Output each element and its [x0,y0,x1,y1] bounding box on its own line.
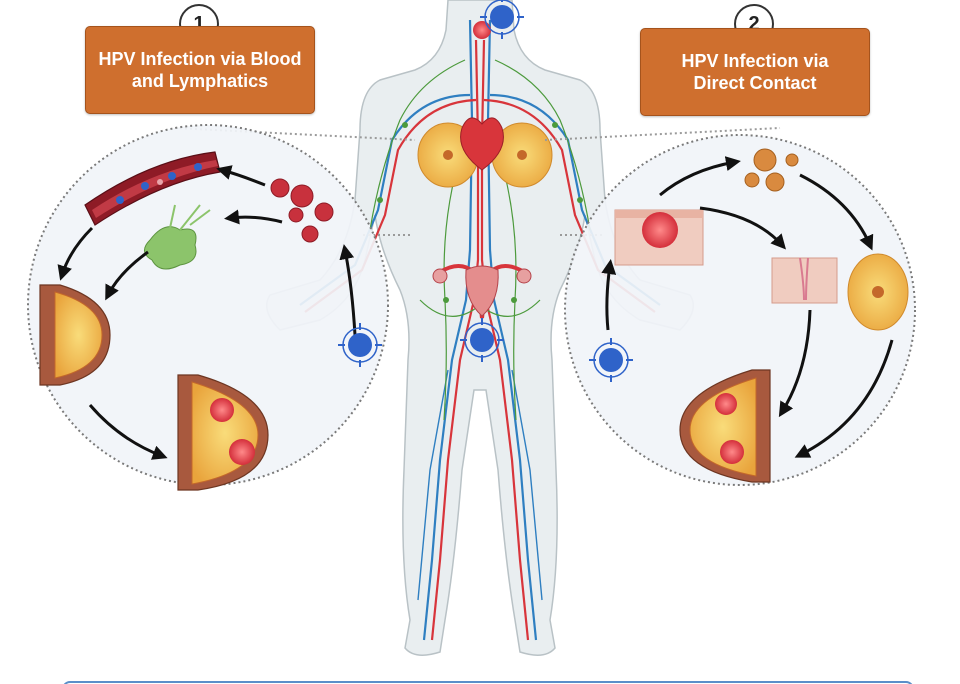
breast-frontal [847,253,909,331]
arrow-nipple-to-tumor [778,309,812,418]
oral-lesion [473,21,491,39]
arrow-lymph-to-breast [105,250,149,301]
arrow-virions-to-breast [799,173,874,251]
nipple-section [771,257,838,304]
pathway-2-arrows [601,156,894,458]
arrow-breast-to-tumor [794,339,894,458]
skin-lesion [614,209,704,266]
pathway-2-circle [564,134,916,486]
arrow-healthy-to-tumor [88,404,168,460]
arrow-entry-up-2 [601,259,617,331]
lymphatic-cell [144,204,211,270]
pathway-1-circle [27,124,389,491]
arrow-virions-to-vessel [216,165,266,187]
crosshair-target-icon [338,323,382,367]
crosshair-target-icon [460,318,504,362]
lymph-nodes [377,122,583,303]
crosshair-target-icon [480,0,524,39]
arrow-vessel-to-breast [57,226,94,281]
breast-section-healthy [39,284,111,386]
crosshair-target-icon [589,338,633,382]
arrow-lesion-to-nipple [699,206,787,250]
hpv-virions-2 [744,148,799,192]
human-body-figure [265,0,695,656]
arrow-virions-to-lymph [224,209,283,225]
arrow-entry-up-1 [339,244,357,336]
pathway-1-arrows [57,165,357,460]
pathway-1-title: HPV Infection via Blood and Lymphatics [85,26,315,114]
pathway-2-title: HPV Infection via Direct Contact [640,28,870,116]
breast-section-tumor-2 [679,369,771,483]
breast-section-tumor [177,374,269,491]
heart [460,117,504,171]
hpv-virions-1 [270,178,334,243]
arrow-lesion-to-virions [659,156,741,197]
